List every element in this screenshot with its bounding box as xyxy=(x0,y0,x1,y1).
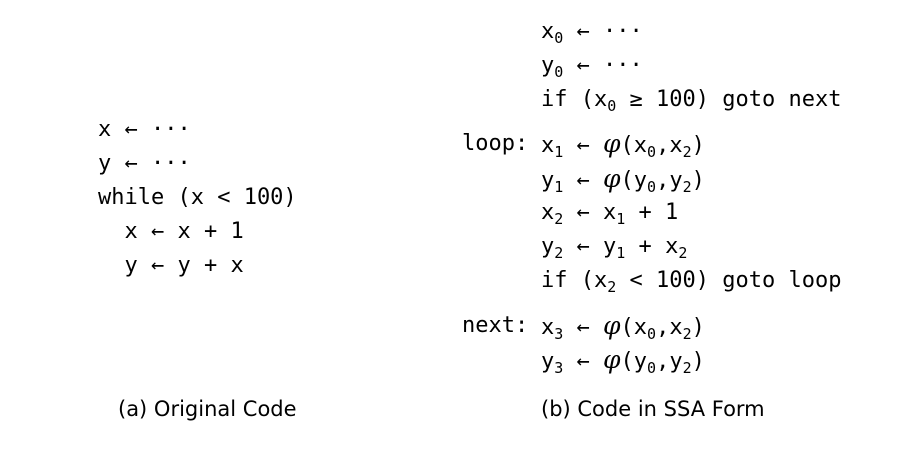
ssa-line-5: y1 ← φ(y0,y2) xyxy=(541,162,705,196)
original-line-1: x ← ··· xyxy=(98,117,191,142)
code-text: ) xyxy=(691,168,705,193)
ssa-variable: y1 xyxy=(603,234,626,262)
code-text: ← xyxy=(563,200,604,225)
ssa-line-2: y0 ← ··· xyxy=(541,49,643,83)
phi-function: φ xyxy=(603,345,621,374)
original-line-5: y ← y + x xyxy=(98,253,244,278)
code-text: ← xyxy=(563,349,604,374)
original-line-4: x ← x + 1 xyxy=(98,219,244,244)
ssa-line-8: if (x2 < 100) goto loop xyxy=(541,264,841,298)
code-text: if ( xyxy=(541,268,594,293)
ssa-variable: x1 xyxy=(541,133,564,161)
original-line-2: y ← ··· xyxy=(98,151,191,176)
code-text: ≥ 100) goto next xyxy=(616,87,842,112)
code-text: ) xyxy=(691,133,705,158)
code-text: , xyxy=(656,133,670,158)
phi-function: φ xyxy=(603,311,621,340)
ssa-variable: y1 xyxy=(541,168,564,196)
code-text: if ( xyxy=(541,87,594,112)
code-text: , xyxy=(656,349,670,374)
code-text: ) xyxy=(691,349,705,374)
code-text: , xyxy=(656,168,670,193)
ssa-line-4: x1 ← φ(x0,x2) xyxy=(541,127,705,161)
phi-function: φ xyxy=(603,164,621,193)
code-text: ← xyxy=(563,133,604,158)
ssa-variable: x2 xyxy=(665,234,688,262)
ssa-variable: x2 xyxy=(669,315,692,343)
ssa-variable: x0 xyxy=(633,315,657,343)
ssa-line-3: if (x0 ≥ 100) goto next xyxy=(541,83,841,117)
ssa-variable: y2 xyxy=(541,234,564,262)
ssa-variable: x3 xyxy=(541,315,564,343)
caption-original: (a) Original Code xyxy=(118,397,297,421)
next-label: next: xyxy=(462,313,529,338)
code-text: ← xyxy=(563,234,604,259)
ssa-line-1: x0 ← ··· xyxy=(541,15,643,49)
ssa-variable: x0 xyxy=(541,19,564,47)
ssa-variable: x0 xyxy=(593,87,617,115)
ssa-line-10: y3 ← φ(y0,y2) xyxy=(541,343,705,377)
ssa-line-9: x3 ← φ(x0,x2) xyxy=(541,309,705,343)
code-text: ( xyxy=(620,349,634,374)
ssa-variable: x1 xyxy=(603,200,626,228)
original-code-block: x ← ··· y ← ··· while (x < 100) x ← x + … xyxy=(98,0,358,439)
code-text: ← ··· xyxy=(563,53,643,78)
code-text: ← xyxy=(563,315,604,340)
ssa-code-block: loop: next: x0 ← ··· y0 ← ··· if (x0 ≥ 1… xyxy=(462,15,841,377)
loop-label: loop: xyxy=(462,131,529,156)
ssa-variable: y0 xyxy=(633,168,657,196)
ssa-line-7: y2 ← y1 + x2 xyxy=(541,230,687,264)
code-text: ( xyxy=(620,315,634,340)
code-text: ( xyxy=(620,133,634,158)
code-text: ) xyxy=(691,315,705,340)
ssa-variable: x2 xyxy=(669,133,692,161)
ssa-variable: x2 xyxy=(541,200,564,228)
ssa-variable: y2 xyxy=(669,168,692,196)
caption-ssa: (b) Code in SSA Form xyxy=(541,397,765,421)
code-text: < 100) goto loop xyxy=(616,268,842,293)
code-text: + 1 xyxy=(625,200,679,225)
ssa-line-6: x2 ← x1 + 1 xyxy=(541,196,678,230)
ssa-variable: x0 xyxy=(633,133,657,161)
code-text: ← xyxy=(563,168,604,193)
ssa-variable: y2 xyxy=(669,349,692,377)
ssa-variable: y0 xyxy=(633,349,657,377)
phi-function: φ xyxy=(603,129,621,158)
ssa-variable: y0 xyxy=(541,53,564,81)
ssa-variable: y3 xyxy=(541,349,564,377)
code-text: + xyxy=(625,234,666,259)
code-text: ( xyxy=(620,168,634,193)
original-line-3: while (x < 100) xyxy=(98,185,297,210)
code-text: ← ··· xyxy=(563,19,643,44)
code-text: , xyxy=(656,315,670,340)
ssa-variable: x2 xyxy=(593,268,617,296)
